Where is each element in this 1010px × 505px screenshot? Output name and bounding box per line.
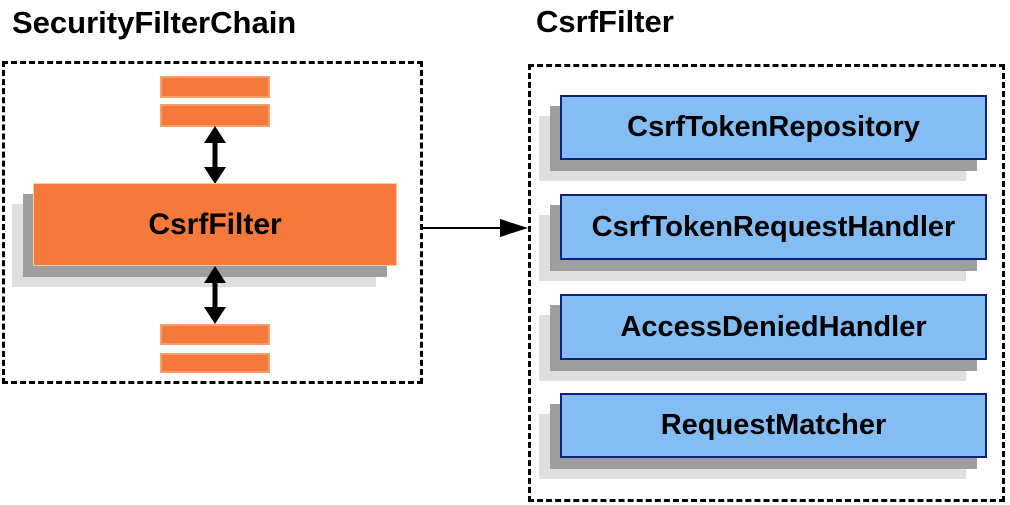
- component-node-access-denied-handler: AccessDeniedHandler: [560, 294, 987, 360]
- filter-bar-top-2: [160, 104, 270, 127]
- csrf-filter-box: [528, 64, 1005, 502]
- filter-bar-top-1: [160, 76, 270, 98]
- csrf-filter-title: CsrfFilter: [536, 4, 674, 39]
- component-node-label: CsrfTokenRequestHandler: [591, 210, 956, 243]
- security-filter-chain-box: [2, 61, 423, 384]
- bidirectional-arrow-icon-top: [204, 126, 226, 184]
- filter-bar-bottom-2: [160, 353, 270, 373]
- component-node-csrf-token-request-handler: CsrfTokenRequestHandler: [560, 194, 987, 260]
- component-node-label: CsrfTokenRepository: [627, 111, 920, 143]
- bidirectional-arrow-icon-bottom: [204, 266, 226, 324]
- connector-arrow-icon: [422, 219, 528, 237]
- csrf-filter-node: CsrfFilter: [33, 183, 397, 266]
- security-filter-chain-title: SecurityFilterChain: [12, 5, 297, 40]
- component-node-csrf-token-repository: CsrfTokenRepository: [560, 95, 987, 160]
- component-node-label: RequestMatcher: [660, 409, 887, 441]
- component-node-request-matcher: RequestMatcher: [560, 393, 987, 458]
- component-node-label: AccessDeniedHandler: [620, 310, 927, 343]
- csrf-filter-node-label: CsrfFilter: [148, 207, 282, 241]
- filter-bar-bottom-1: [160, 324, 270, 345]
